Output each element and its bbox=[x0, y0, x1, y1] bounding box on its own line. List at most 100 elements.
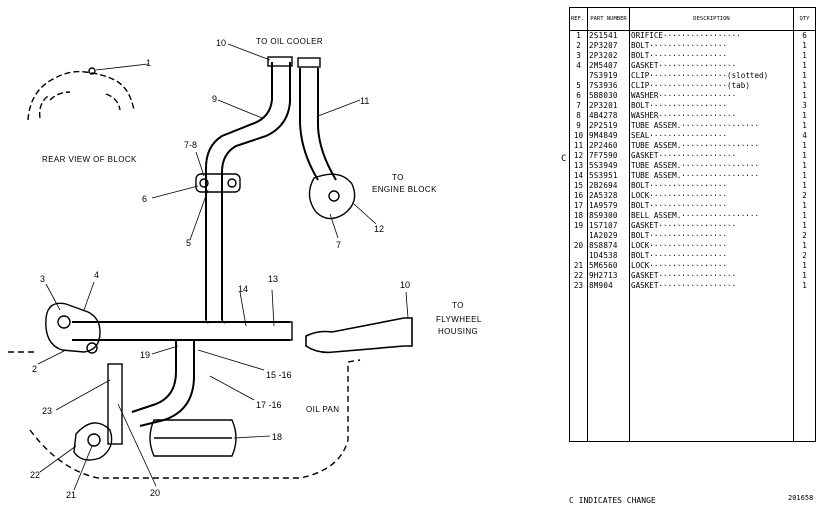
part-number: 2B2694 bbox=[587, 181, 630, 191]
quantity: 1 bbox=[793, 241, 816, 251]
part-number: 1D4538 bbox=[587, 251, 630, 261]
filler-cell bbox=[587, 291, 630, 442]
ref-no: 12 bbox=[569, 151, 588, 161]
parts-table-header: REF. NO. PART NUMBER DESCRIPTION QTY bbox=[569, 7, 816, 31]
ref-no: 3 bbox=[569, 51, 588, 61]
description: BELL ASSEM.················· bbox=[629, 211, 794, 221]
description: BOLT················· bbox=[629, 201, 794, 211]
label-engine-block: ENGINE BLOCK bbox=[372, 185, 437, 194]
callout-4: 4 bbox=[94, 270, 99, 280]
leader-dots: ················· bbox=[658, 111, 737, 120]
description-text: LOCK bbox=[631, 241, 650, 250]
ref-no: 8 bbox=[569, 111, 588, 121]
description-text: TUBE ASSEM. bbox=[631, 121, 682, 130]
quantity: 1 bbox=[793, 41, 816, 51]
callout-19: 19 bbox=[140, 350, 150, 360]
quantity: 1 bbox=[793, 281, 816, 291]
description-text: LOCK bbox=[631, 191, 650, 200]
ref-no: 4 bbox=[569, 61, 588, 71]
part-number: 7S3919 bbox=[587, 71, 630, 81]
part-number: 5M6560 bbox=[587, 261, 630, 271]
description-text: LOCK bbox=[631, 261, 650, 270]
part-number: 7F7590 bbox=[587, 151, 630, 161]
callout-9: 9 bbox=[212, 94, 217, 104]
callout-14: 14 bbox=[238, 284, 248, 294]
flange-left bbox=[45, 302, 101, 353]
description-text: BOLT bbox=[631, 251, 650, 260]
description: LOCK················· bbox=[629, 191, 794, 201]
quantity: 1 bbox=[793, 271, 816, 281]
flange-engine-block bbox=[308, 173, 356, 220]
part-number: 2P3202 bbox=[587, 51, 630, 61]
callout-7: 7 bbox=[336, 240, 341, 250]
quantity: 1 bbox=[793, 201, 816, 211]
description-note: (tab) bbox=[727, 81, 750, 90]
description: TUBE ASSEM.················· bbox=[629, 121, 794, 131]
description-text: SEAL bbox=[631, 131, 650, 140]
leader-dots: ················· bbox=[649, 201, 728, 210]
leader-dots: ················· bbox=[658, 61, 737, 70]
filler-cell bbox=[629, 291, 794, 442]
label-to-fw: TO bbox=[452, 301, 464, 310]
leader-dots: ················· bbox=[658, 221, 737, 230]
description: CLIP·················(slotted) bbox=[629, 71, 794, 81]
quantity: 1 bbox=[793, 261, 816, 271]
part-number: 8M904 bbox=[587, 281, 630, 291]
description-text: WASHER bbox=[631, 111, 659, 120]
header-ref: REF. NO. bbox=[569, 7, 588, 31]
part-number: 1A9579 bbox=[587, 201, 630, 211]
quantity: 2 bbox=[793, 251, 816, 261]
description: BOLT················· bbox=[629, 101, 794, 111]
part-number: 8S8874 bbox=[587, 241, 630, 251]
label-to: TO bbox=[392, 173, 404, 182]
ref-no: 5 bbox=[569, 81, 588, 91]
description-note: (slotted) bbox=[727, 71, 769, 80]
tube-9 bbox=[205, 62, 273, 320]
parts-diagram: TO OIL COOLER REAR VIEW OF BLOCK TO ENGI… bbox=[8, 37, 481, 500]
ref-no: 11 bbox=[569, 141, 588, 151]
part-number: 8S9300 bbox=[587, 211, 630, 221]
change-marker: C bbox=[561, 154, 567, 164]
block-outline bbox=[27, 70, 135, 121]
description-text: BOLT bbox=[631, 201, 650, 210]
callout-1: 1 bbox=[146, 58, 151, 68]
bracket-20 bbox=[107, 363, 123, 445]
clip-assembly bbox=[195, 173, 241, 193]
callout-3: 3 bbox=[40, 274, 45, 284]
header-qty: QTY bbox=[793, 7, 816, 31]
description: GASKET················· bbox=[629, 151, 794, 161]
description: LOCK················· bbox=[629, 241, 794, 251]
leader-dots: ················· bbox=[649, 191, 728, 200]
callout-7-8: 7-8 bbox=[184, 140, 197, 150]
description-text: ORIFICE bbox=[631, 31, 664, 40]
callout-13: 13 bbox=[268, 274, 278, 284]
quantity: 1 bbox=[793, 121, 816, 131]
leader-dots: ················· bbox=[649, 71, 728, 80]
callout-11: 11 bbox=[360, 96, 369, 106]
description-text: CLIP bbox=[631, 81, 650, 90]
bell-18 bbox=[149, 419, 237, 457]
callout-20: 20 bbox=[150, 488, 160, 498]
description: TUBE ASSEM.················· bbox=[629, 171, 794, 181]
part-number: 1A2029 bbox=[587, 231, 630, 241]
callout-5: 5 bbox=[186, 238, 191, 248]
description: TUBE ASSEM.················· bbox=[629, 141, 794, 151]
ref-no: 6 bbox=[569, 91, 588, 101]
description-text: GASKET bbox=[631, 61, 659, 70]
ref-no: 7 bbox=[569, 101, 588, 111]
description: BOLT················· bbox=[629, 231, 794, 241]
ref-no: 21 bbox=[569, 261, 588, 271]
ref-no bbox=[569, 71, 588, 81]
ref-no: 19 bbox=[569, 221, 588, 231]
